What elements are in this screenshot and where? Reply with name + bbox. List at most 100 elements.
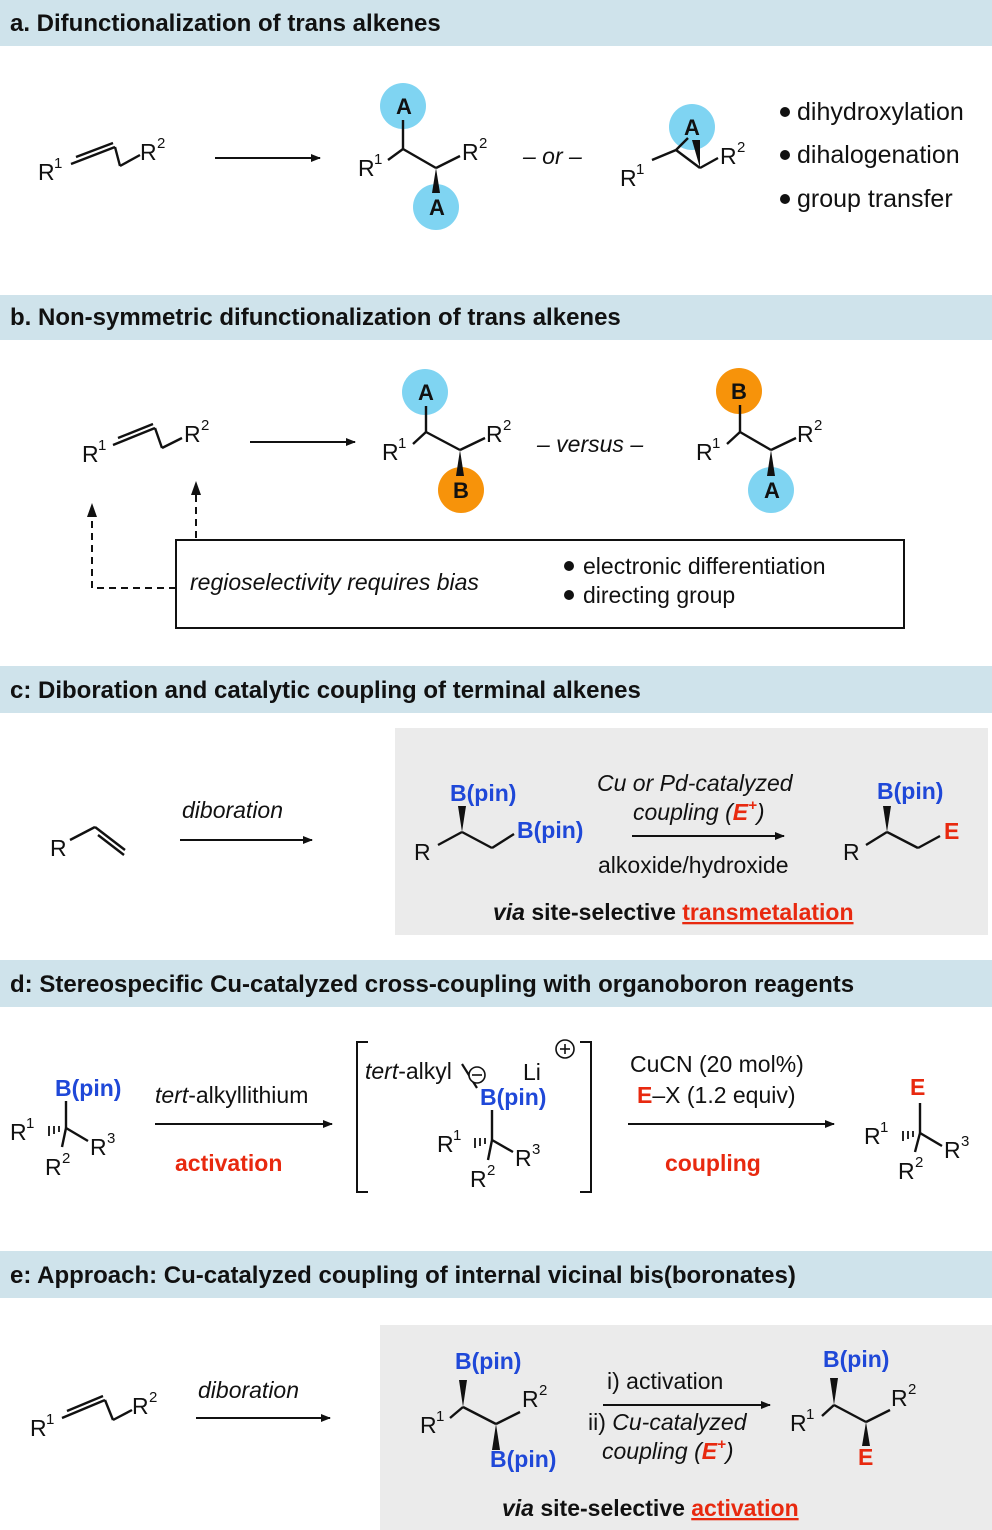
wedge-bond: [692, 140, 700, 168]
r2-label: R: [797, 421, 814, 447]
bpin-label: B(pin): [455, 1348, 521, 1374]
r2-label: R: [132, 1393, 149, 1419]
a-label: A: [396, 94, 412, 119]
r2-label: R: [898, 1158, 915, 1184]
r2-label: R: [140, 139, 157, 165]
bullet-item: group transfer: [797, 185, 953, 213]
sup: 2: [479, 135, 487, 152]
non-symmetric-product-1: [412, 406, 486, 452]
reagent-part: -alkyllithium: [188, 1082, 308, 1108]
r1-label: R: [10, 1119, 27, 1145]
b-label: B: [453, 478, 469, 503]
reagent-part: tert: [155, 1082, 190, 1108]
bracket-left: [356, 1041, 368, 1193]
sup: 2: [908, 1381, 916, 1398]
wedge-bond: [432, 168, 440, 193]
panel-c-title: c: Diboration and catalytic coupling of …: [10, 677, 641, 704]
charge: +: [717, 1436, 726, 1453]
wedge-bond: [458, 806, 466, 832]
wedge-bond: [492, 1424, 500, 1450]
r3-label: R: [944, 1137, 961, 1163]
panel-e-header: [0, 1251, 992, 1298]
a-group-circle: [402, 369, 448, 415]
versus-text: – versus –: [536, 431, 643, 457]
wedge-bond: [767, 450, 775, 476]
ate-part: -alkyl: [398, 1058, 452, 1084]
bpin-label: B(pin): [450, 780, 516, 806]
sup: 2: [201, 417, 209, 434]
ate-part: tert: [365, 1058, 400, 1084]
product-c: [865, 830, 941, 850]
vicinal-product-a: [387, 120, 461, 170]
r2-label: R: [720, 143, 737, 169]
a-group-circle: [380, 83, 426, 129]
bullet-item: dihalogenation: [797, 141, 960, 169]
step-text: ii) Cu-catalyzed: [588, 1409, 748, 1435]
hash-bond: [474, 1138, 486, 1148]
bullet-dot: [564, 561, 574, 571]
sup: 3: [532, 1141, 540, 1158]
panel-c-header: [0, 666, 992, 713]
wedge-bond: [830, 1378, 838, 1405]
r2-label: R: [184, 421, 201, 447]
a-label: A: [764, 478, 780, 503]
sup: 1: [453, 1127, 461, 1144]
bias-text: regioselectivity requires bias: [190, 569, 479, 595]
electrophile: E: [702, 1438, 718, 1464]
panel-e-gray-box: [380, 1325, 992, 1530]
condition-part: ): [754, 799, 765, 825]
bisboronate-c: [437, 830, 515, 850]
via-line: via site-selective activation: [502, 1495, 799, 1521]
panel-b-header: [0, 295, 992, 340]
coupling-label: coupling: [665, 1150, 761, 1176]
condition-part: coupling (: [633, 799, 735, 825]
condition-text: CuCN (20 mol%): [630, 1051, 804, 1077]
condition-text: Cu or Pd-catalyzed: [597, 770, 794, 796]
panel-d: d: Stereospecific Cu-catalyzed cross-cou…: [0, 960, 992, 1193]
sup: 2: [487, 1162, 495, 1179]
charge: +: [748, 797, 757, 814]
sup: 1: [98, 437, 106, 454]
bullet-dot: [780, 150, 790, 160]
sup: 2: [62, 1150, 70, 1167]
product-d: [913, 1103, 943, 1153]
condition-part: –X (1.2 equiv): [652, 1082, 795, 1108]
r2-label: R: [470, 1166, 487, 1192]
r2-label: R: [462, 139, 479, 165]
e-label: E: [944, 818, 959, 844]
bpin-label: B(pin): [490, 1446, 556, 1472]
bpin-label: B(pin): [517, 817, 583, 843]
step-part: Cu-catalyzed: [612, 1409, 747, 1435]
sup: 1: [398, 435, 406, 452]
r2-label: R: [522, 1386, 539, 1412]
electrophile: E: [637, 1082, 652, 1108]
trans-alkene-b: [112, 422, 183, 450]
r-label: R: [414, 839, 431, 865]
via-word: via: [493, 899, 525, 925]
via-text: site-selective: [534, 1495, 691, 1521]
sup: 3: [961, 1133, 969, 1150]
r1-label: R: [82, 441, 99, 467]
keyword: transmetalation: [682, 899, 853, 925]
sup: 1: [880, 1119, 888, 1136]
electrophile: E: [733, 799, 749, 825]
via-word: via: [502, 1495, 534, 1521]
wedge-bond: [459, 1380, 467, 1407]
r-label: R: [50, 835, 67, 861]
sup: 1: [46, 1411, 54, 1428]
tertiary-boronate: [60, 1101, 89, 1148]
r1-label: R: [420, 1412, 437, 1438]
a-group-circle: [413, 184, 459, 230]
a-label: A: [684, 115, 700, 140]
step-text: coupling (E+): [602, 1436, 734, 1464]
hash-bond: [48, 1126, 60, 1136]
a-group-circle: [748, 467, 794, 513]
sup: 1: [54, 155, 62, 172]
panel-a-title: a. Difunctionalization of trans alkenes: [10, 10, 441, 37]
sup: 1: [636, 161, 644, 178]
panel-e-title: e: Approach: Cu-catalyzed coupling of in…: [10, 1262, 796, 1289]
non-symmetric-product-2: [726, 405, 797, 452]
sup: 2: [814, 417, 822, 434]
panel-c: c: Diboration and catalytic coupling of …: [0, 666, 992, 935]
r1-label: R: [696, 439, 713, 465]
